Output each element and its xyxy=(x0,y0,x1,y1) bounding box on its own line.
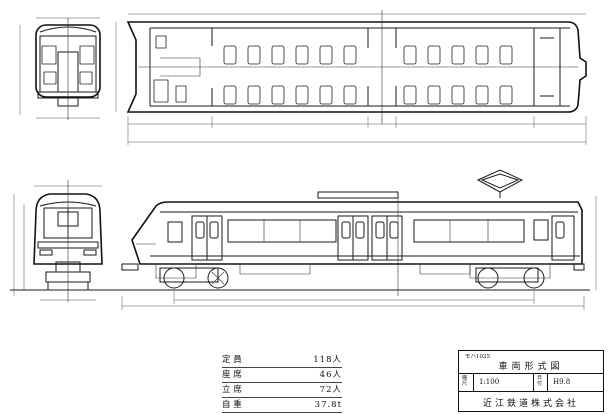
spec-label: 定 員 xyxy=(222,355,242,365)
spec-label: 座 席 xyxy=(222,370,242,380)
scale-label: 縮尺 xyxy=(462,375,468,387)
plan-view xyxy=(116,10,586,145)
side-elevation-view xyxy=(116,170,596,310)
spec-label: 立 席 xyxy=(222,385,242,395)
title-block-divider xyxy=(459,391,603,392)
spec-value: 72人 xyxy=(319,385,342,395)
spec-row-seated: 座 席 46人 xyxy=(222,368,342,383)
front-view xyxy=(10,180,120,302)
spec-value: 37.8t xyxy=(314,400,342,410)
scale-value: 1:100 xyxy=(479,378,500,386)
title-block-divider xyxy=(533,373,534,391)
date-value: H9.8 xyxy=(553,378,571,386)
spec-row-standing: 立 席 72人 xyxy=(222,383,342,398)
spec-row-capacity: 定 員 118人 xyxy=(222,353,342,368)
spec-value: 118人 xyxy=(313,355,342,365)
date-label: 日付 xyxy=(537,375,543,387)
title-block: モハ1025 車両形式図 縮尺 1:100 日付 H9.8 近江鉄道株式会社 xyxy=(458,350,604,412)
drawing-title: 車両形式図 xyxy=(498,362,564,372)
spec-table: 定 員 118人 座 席 46人 立 席 72人 自 重 37.8t xyxy=(222,353,342,413)
title-block-divider xyxy=(459,373,603,374)
spec-label: 自 重 xyxy=(222,400,242,410)
spec-value: 46人 xyxy=(319,370,342,380)
model-code: モハ1025 xyxy=(465,354,490,360)
spec-row-weight: 自 重 37.8t xyxy=(222,398,342,413)
company-name: 近江鉄道株式会社 xyxy=(482,399,579,409)
end-section-view xyxy=(20,18,100,120)
title-block-divider xyxy=(473,373,474,391)
title-block-divider xyxy=(547,373,548,391)
